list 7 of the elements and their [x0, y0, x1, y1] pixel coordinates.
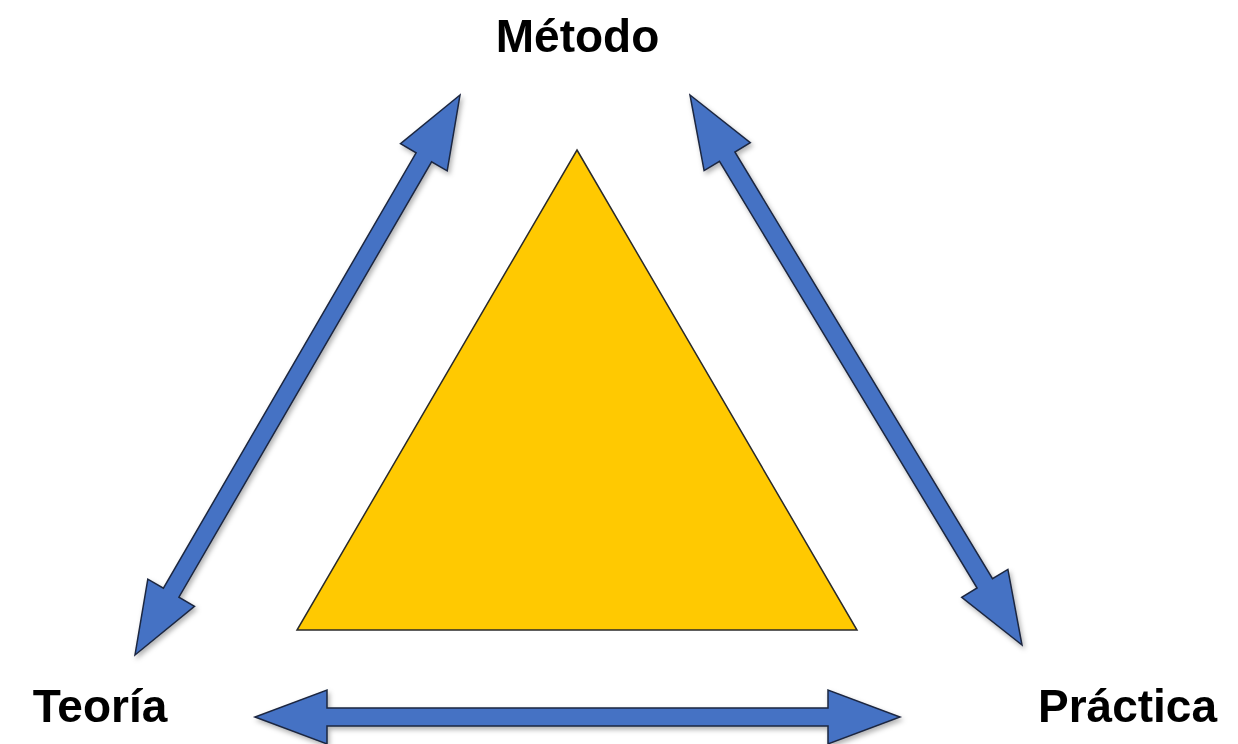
- double-arrow: [252, 688, 903, 744]
- double-arrow: [688, 93, 1024, 647]
- double-arrow: [133, 93, 462, 657]
- triangle: [295, 148, 859, 631]
- node-label: Método: [470, 8, 685, 64]
- node-label: Teoría: [10, 678, 190, 734]
- node-label: Práctica: [1020, 678, 1235, 734]
